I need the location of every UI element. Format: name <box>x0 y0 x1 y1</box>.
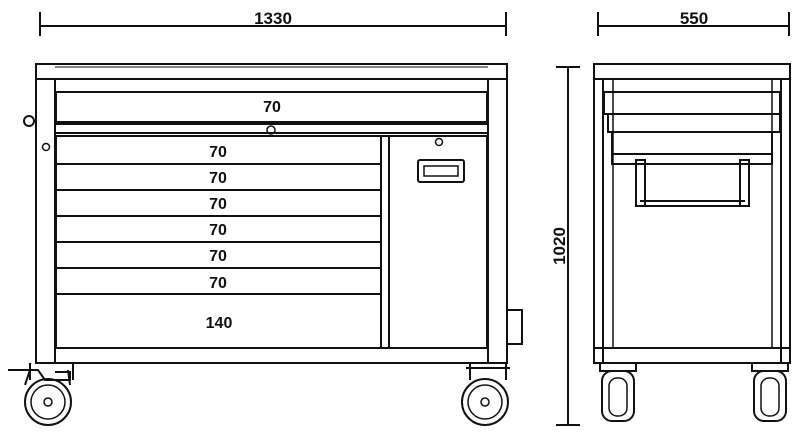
top-drawer-lock-icon <box>266 125 276 135</box>
depth-dimension: 550 <box>597 9 790 36</box>
cabinet-door <box>380 135 488 349</box>
drawer-label-bottom: 140 <box>206 315 233 332</box>
top-drawer: 70 <box>55 91 488 135</box>
side-right-caster-icon <box>751 362 789 422</box>
side-left-caster-icon <box>599 362 637 422</box>
door-lock-icon <box>434 137 444 147</box>
drawer-label-4: 70 <box>209 222 227 239</box>
right-caster-icon <box>461 363 510 426</box>
side-lock-icon <box>23 115 35 127</box>
height-label: 1020 <box>550 227 569 265</box>
depth-label: 550 <box>680 9 708 28</box>
keyhole-icon <box>41 142 51 152</box>
drawer-label-1: 70 <box>209 144 227 161</box>
drawer-label-3: 70 <box>209 196 227 213</box>
side-handle-icon <box>635 159 750 207</box>
drawer-label-2: 70 <box>209 170 227 187</box>
side-view <box>593 63 791 422</box>
drawer-stack: 70 70 70 70 70 70 140 <box>55 135 382 349</box>
side-bracket <box>506 309 523 345</box>
width-dimension: 1330 <box>39 9 507 36</box>
door-handle-icon <box>417 159 465 183</box>
drawer-label-6: 70 <box>209 275 227 292</box>
width-label: 1330 <box>254 9 292 28</box>
height-dimension: 1020 <box>550 66 580 426</box>
drawer-label-5: 70 <box>209 248 227 265</box>
top-drawer-label: 70 <box>263 99 281 116</box>
front-view: 70 70 70 70 70 70 70 140 <box>8 63 523 426</box>
left-caster-icon <box>8 363 74 426</box>
